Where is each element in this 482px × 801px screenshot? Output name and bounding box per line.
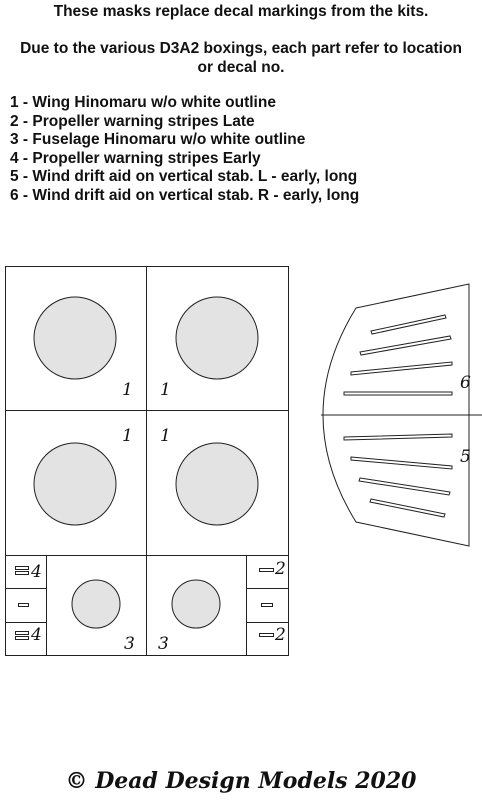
wing-hinomaru-mask <box>175 442 259 526</box>
label-wing-1: 1 <box>160 426 171 446</box>
legend-item-5: 5 - Wind drift aid on vertical stab. L -… <box>10 168 358 186</box>
label-stripe-4: 4 <box>30 562 42 582</box>
label-stripe-2: 2 <box>274 625 286 645</box>
intro-line-3: or decal no. <box>197 59 285 76</box>
label-fuselage-3: 3 <box>158 634 169 654</box>
legend-item-6: 6 - Wind drift aid on vertical stab. R -… <box>10 186 360 204</box>
stabilizer-mask-outline <box>322 283 470 547</box>
wind-drift-line-mask <box>350 456 453 470</box>
wind-drift-line-mask <box>358 477 451 496</box>
wing-hinomaru-mask <box>33 296 117 380</box>
label-stab-6: 6 <box>460 373 471 393</box>
legend-item-3: 3 - Fuselage Hinomaru w/o white outline <box>10 131 306 149</box>
wing-hinomaru-mask <box>33 442 117 526</box>
prop-stripe-mask <box>259 633 274 637</box>
label-wing-1: 1 <box>122 380 133 400</box>
prop-stripe-mask <box>18 603 29 607</box>
prop-stripe-mask <box>15 636 29 640</box>
legend-item-1: 1 - Wing Hinomaru w/o white outline <box>10 94 276 111</box>
copyright-footer: © Dead Design Models 2020 <box>65 768 417 794</box>
label-stripe-4: 4 <box>30 625 42 645</box>
prop-stripe-mask <box>259 568 274 572</box>
prop-stripe-mask <box>15 571 29 575</box>
legend-item-4: 4 - Propeller warning stripes Early <box>10 149 261 167</box>
label-wing-1: 1 <box>122 426 133 446</box>
wind-drift-line-mask <box>343 433 453 441</box>
label-fuselage-3: 3 <box>124 634 135 654</box>
intro-line-2: Due to the various D3A2 boxings, each pa… <box>20 40 462 57</box>
wind-drift-line-mask <box>343 391 453 396</box>
wind-drift-line-mask <box>370 314 447 335</box>
mask-legend: 1 - Wing Hinomaru w/o white outline 2 - … <box>10 94 359 206</box>
prop-stripe-mask <box>15 566 29 570</box>
label-wing-1: 1 <box>160 380 171 400</box>
fuselage-hinomaru-mask <box>171 579 221 629</box>
wing-hinomaru-mask <box>175 296 259 380</box>
prop-stripe-mask <box>261 603 273 607</box>
wind-drift-line-mask <box>369 498 446 518</box>
wind-drift-line-mask <box>359 335 452 356</box>
wind-drift-line-mask <box>350 361 453 376</box>
intro-line-1: These masks replace decal markings from … <box>53 3 429 20</box>
label-stab-5: 5 <box>460 447 471 467</box>
legend-item-2: 2 - Propeller warning stripes Late <box>10 112 255 130</box>
label-stripe-2: 2 <box>274 559 286 579</box>
prop-stripe-mask <box>15 631 29 635</box>
fuselage-hinomaru-mask <box>71 579 121 629</box>
